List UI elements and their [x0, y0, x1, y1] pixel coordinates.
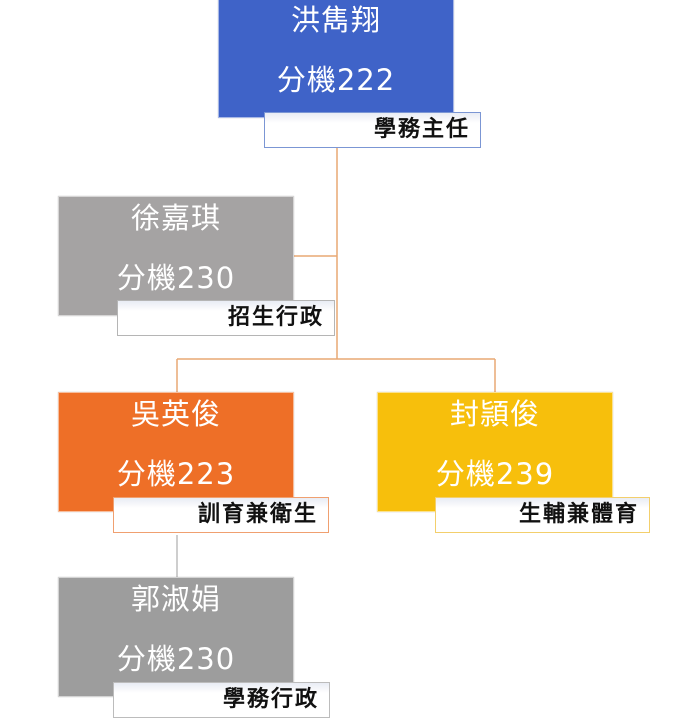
role-tag-guo: 學務行政 — [113, 682, 330, 718]
node-extension: 分機222 — [276, 63, 396, 97]
node-extension: 分機230 — [116, 261, 236, 295]
org-node-xu[interactable]: 徐嘉琪 分機230 — [58, 196, 294, 316]
node-name: 郭淑娟 — [130, 582, 221, 616]
org-node-guo[interactable]: 郭淑娟 分機230 — [58, 577, 294, 697]
org-node-wu[interactable]: 吳英俊 分機223 — [58, 392, 294, 512]
org-node-feng[interactable]: 封頴俊 分機239 — [377, 392, 613, 512]
node-extension: 分機230 — [116, 642, 236, 676]
node-name: 徐嘉琪 — [130, 201, 221, 235]
node-name: 吳英俊 — [130, 397, 221, 431]
role-tag-feng: 生輔兼體育 — [435, 497, 650, 533]
role-tag-wu: 訓育兼衛生 — [113, 497, 329, 533]
role-tag-xu: 招生行政 — [117, 300, 335, 336]
org-node-hong[interactable]: 洪雋翔 分機222 — [218, 0, 454, 118]
node-name: 封頴俊 — [449, 397, 540, 431]
node-extension: 分機239 — [435, 457, 555, 491]
node-extension: 分機223 — [116, 457, 236, 491]
role-tag-hong: 學務主任 — [264, 112, 481, 148]
node-name: 洪雋翔 — [290, 3, 381, 37]
